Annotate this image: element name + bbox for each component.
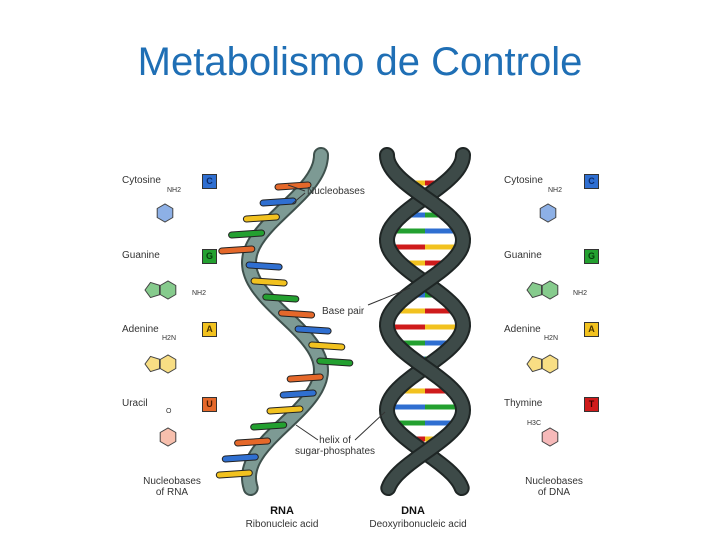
right-badge-c: C: [584, 174, 599, 189]
left-base-label-guanine: Guanine: [122, 250, 160, 261]
rna-nucleobase: [219, 246, 255, 254]
rna-nucleobase: [260, 198, 296, 206]
rna-nucleobase: [279, 310, 315, 318]
right-caption: Nucleobases of DNA: [514, 476, 594, 498]
right-base-label-guanine: Guanine: [504, 250, 542, 261]
rna-nucleobase: [216, 470, 252, 478]
left-badge-g: G: [202, 249, 217, 264]
rna-nucleobase: [287, 374, 323, 382]
left-caption-line2: of RNA: [155, 487, 189, 498]
rna-nucleobase: [243, 214, 279, 222]
left-guanine-molecule-icon: [159, 280, 177, 300]
nucleobases-pointer-line: [291, 192, 306, 205]
helix-annotation-line1: helix of: [319, 435, 351, 446]
left-group-guanine: NH2: [192, 290, 207, 297]
rna-nucleobase: [317, 358, 353, 366]
right-caption-line2: of DNA: [537, 487, 571, 498]
left-cytosine-molecule-icon: [156, 203, 174, 223]
rna-nucleobase: [275, 182, 311, 190]
helix-pointer-line: [295, 424, 319, 441]
right-group-cytosine: NH2: [548, 187, 563, 194]
page-title: Metabolismo de Controle: [137, 40, 583, 84]
left-badge-a: A: [202, 322, 217, 337]
right-base-label-adenine: Adenine: [504, 324, 541, 335]
rna-nucleobase: [222, 454, 258, 462]
right-group-thymine: H3C: [527, 420, 542, 427]
left-caption-line1: Nucleobases: [143, 476, 201, 487]
right-badge-g: G: [584, 249, 599, 264]
rna-nucleobase: [246, 262, 282, 270]
rna-nucleobase: [251, 278, 287, 286]
right-group-adenine: H2N: [544, 335, 559, 342]
rna-nucleobase: [280, 390, 316, 398]
right-guanine-molecule-icon: [541, 280, 559, 300]
rna-nucleobase: [295, 326, 331, 334]
rna-nucleobase: [309, 342, 345, 350]
right-badge-t: T: [584, 397, 599, 412]
dna-full-name: Deoxyribonucleic acid: [369, 519, 467, 530]
nucleobases-annotation: Nucleobases: [307, 186, 365, 197]
rna-backbone: [242, 149, 328, 494]
dna-strand: [380, 149, 470, 494]
rna-nucleobase: [235, 438, 271, 446]
rna-nucleobase: [267, 406, 303, 414]
base-pair-pointer-line: [367, 287, 411, 306]
left-group-uracil: O: [166, 408, 172, 415]
right-thymine-molecule-icon: [541, 427, 559, 447]
left-group-adenine: H2N: [162, 335, 177, 342]
left-caption: Nucleobases of RNA: [132, 476, 212, 498]
left-badge-u: U: [202, 397, 217, 412]
left-adenine-molecule-icon: [159, 354, 177, 374]
left-guanine-molecule-icon-ring: [144, 281, 160, 299]
helix-annotation-line2: sugar-phosphates: [294, 446, 376, 457]
right-guanine-molecule-icon-ring: [526, 281, 542, 299]
dna-label: DNA: [401, 505, 425, 517]
rna-nucleobase: [229, 230, 265, 238]
left-base-label-adenine: Adenine: [122, 324, 159, 335]
right-caption-line1: Nucleobases: [525, 476, 583, 487]
left-group-cytosine: NH2: [167, 187, 182, 194]
left-badge-c: C: [202, 174, 217, 189]
rna-nucleobase: [251, 422, 287, 430]
left-base-label-cytosine: Cytosine: [122, 175, 161, 186]
right-base-label-thymine: Thymine: [504, 398, 543, 409]
right-group-guanine: NH2: [573, 290, 588, 297]
nucleobases-pointer-line: [287, 184, 306, 192]
helix-pointer-line: [354, 411, 386, 441]
left-adenine-molecule-icon-ring: [144, 355, 160, 373]
dna-strand: [380, 149, 470, 494]
rna-label: RNA: [270, 505, 294, 517]
right-base-label-cytosine: Cytosine: [504, 175, 543, 186]
base-pair-annotation: Base pair: [322, 306, 365, 317]
right-adenine-molecule-icon: [541, 354, 559, 374]
left-uracil-molecule-icon: [159, 427, 177, 447]
rna-nucleobase: [263, 294, 299, 302]
right-cytosine-molecule-icon: [539, 203, 557, 223]
helix-annotation: helix of sugar-phosphates: [290, 435, 380, 457]
rna-full-name: Ribonucleic acid: [245, 519, 319, 530]
right-adenine-molecule-icon-ring: [526, 355, 542, 373]
right-badge-a: A: [584, 322, 599, 337]
left-base-label-uracil: Uracil: [122, 398, 148, 409]
